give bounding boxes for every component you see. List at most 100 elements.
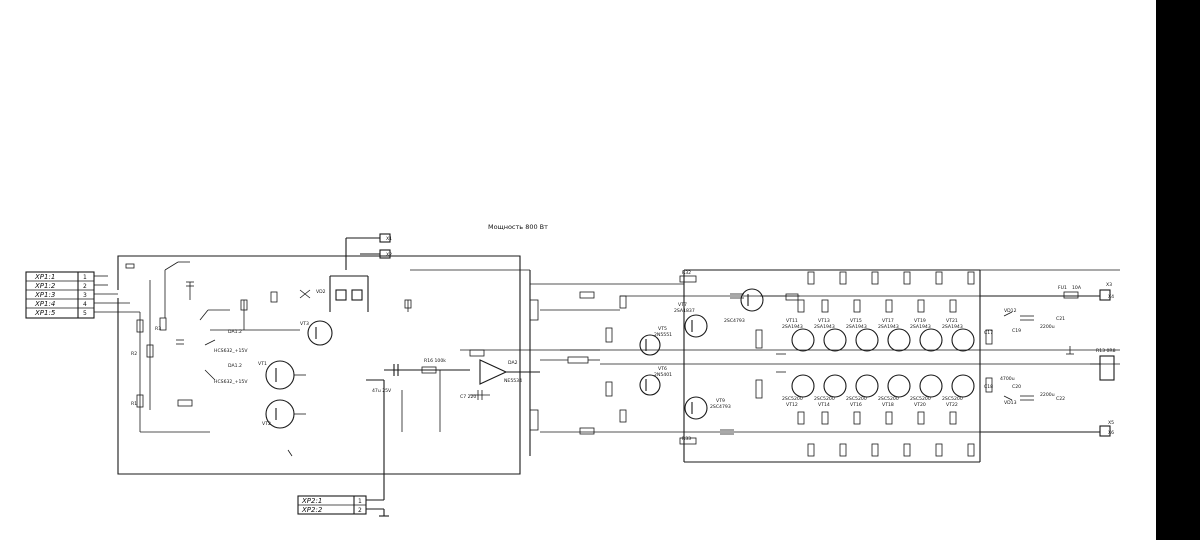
vt5-ref: VT5 bbox=[658, 326, 667, 332]
vt12-part: 2SC5200 bbox=[782, 396, 803, 402]
terminal-x5: X5 bbox=[1108, 420, 1114, 426]
vt9-part: 2SC4793 bbox=[710, 404, 731, 410]
r3-label: R3 bbox=[155, 326, 161, 332]
input-cap-label: 47u 25V bbox=[372, 388, 392, 394]
connector-xp1: XP1:1 XP1:2 XP1:3 XP1:4 XP1:5 1 2 3 4 5 bbox=[25, 271, 95, 319]
vt11-ref: VT11 bbox=[786, 318, 798, 324]
terminal-x1: X1 bbox=[386, 236, 392, 242]
vt17-ref: VT17 bbox=[882, 318, 894, 324]
xp1-pin4-number: 4 bbox=[83, 301, 87, 308]
vt14-part: 2SC5200 bbox=[814, 396, 835, 402]
xp1-pin2-label: XP1:2 bbox=[34, 282, 56, 290]
power-rails bbox=[117, 255, 1120, 475]
right-black-border bbox=[1156, 0, 1200, 540]
c21-label: C21 bbox=[1056, 316, 1065, 322]
r2-label: R2 bbox=[131, 351, 137, 357]
vt16-ref: VT16 bbox=[850, 402, 862, 408]
svg-text:DA1.2: DA1.2 bbox=[228, 329, 242, 335]
output-section: C17 C18 VD12 VD13 C19 C20 C21 C22 2200u … bbox=[984, 282, 1116, 437]
connector-xp2: XP2:1 XP2:2 1 2 bbox=[297, 380, 389, 517]
vt20-part: 2SC5200 bbox=[910, 396, 931, 402]
vt13-ref: VT13 bbox=[818, 318, 830, 324]
vt12-ref: VT12 bbox=[786, 402, 798, 408]
cap-bot-value: 2200u bbox=[1040, 392, 1055, 398]
xp2-pin2-number: 2 bbox=[358, 507, 362, 514]
svg-text:VT2: VT2 bbox=[262, 421, 271, 427]
vt6-part: 2N5401 bbox=[654, 372, 672, 378]
zener-bot-label: VD13 bbox=[1004, 400, 1017, 406]
relay-1-part: HCS632_+15V bbox=[214, 348, 248, 354]
terminal-x3: X3 bbox=[1106, 282, 1112, 288]
xp2-pin2-label: XP2:2 bbox=[301, 506, 323, 514]
vt22-part: 2SC5200 bbox=[942, 396, 963, 402]
c19-label: C19 bbox=[1012, 328, 1021, 334]
xp1-pin5-label: XP1:5 bbox=[34, 309, 56, 317]
terminal-x6: X6 bbox=[1108, 430, 1114, 436]
r32-label: R32 bbox=[682, 270, 691, 276]
vt15-ref: VT15 bbox=[850, 318, 862, 324]
schematic-title: Мощность 800 Вт bbox=[488, 223, 548, 231]
vt7-part: 2SA1837 bbox=[674, 308, 695, 314]
svg-text:VT3: VT3 bbox=[300, 321, 309, 327]
xp1-pin1-label: XP1:1 bbox=[34, 273, 55, 281]
opamp-part: NE5534 bbox=[504, 378, 522, 384]
r1-label: R1 bbox=[131, 401, 137, 407]
vt13-part: 2SA1943 bbox=[814, 324, 835, 330]
vt5-part: 2N5551 bbox=[654, 332, 672, 338]
r33-label: R33 bbox=[682, 436, 691, 442]
fuse-ref: FU1 bbox=[1058, 285, 1067, 291]
vt16-part: 2SC5200 bbox=[846, 396, 867, 402]
vt9-ref: VT9 bbox=[716, 398, 725, 404]
xp1-pin3-label: XP1:3 bbox=[34, 291, 55, 299]
zener-top-label: VD12 bbox=[1004, 308, 1017, 314]
xp1-pin1-number: 1 bbox=[83, 274, 87, 281]
vt8-part: 2SC4793 bbox=[724, 318, 745, 324]
fuse-value: 10A bbox=[1072, 285, 1082, 291]
xp1-pin2-number: 2 bbox=[83, 283, 87, 290]
vt15-part: 2SA1943 bbox=[846, 324, 867, 330]
cap-top-value: 2200u bbox=[1040, 324, 1055, 330]
vt19-ref: VT19 bbox=[914, 318, 926, 324]
output-stage-bottom: VT12 VT14 VT16 VT18 VT20 VT22 2SC5200 2S… bbox=[782, 374, 975, 457]
vt18-part: 2SC5200 bbox=[878, 396, 899, 402]
xp2-pin1-number: 1 bbox=[358, 498, 362, 505]
protection-relay: X1 X2 VD2 bbox=[316, 233, 412, 312]
vt20-ref: VT20 bbox=[914, 402, 926, 408]
output-label: R13 0R8 bbox=[1096, 348, 1116, 354]
svg-text:VT1: VT1 bbox=[258, 361, 267, 367]
xp1-pin4-label: XP1:4 bbox=[34, 300, 55, 308]
c22-label: C22 bbox=[1056, 396, 1065, 402]
vt22-ref: VT22 bbox=[946, 402, 958, 408]
vt18-ref: VT18 bbox=[882, 402, 894, 408]
svg-text:DA1.2: DA1.2 bbox=[228, 363, 242, 369]
c17-label: C17 bbox=[984, 330, 993, 336]
output-stage-top: VT11 VT13 VT15 VT17 VT19 VT21 2SA1943 2S… bbox=[782, 271, 975, 352]
vt19-part: 2SA1943 bbox=[910, 324, 931, 330]
xp1-pin5-number: 5 bbox=[83, 310, 87, 317]
opamp-ref: DA2 bbox=[508, 360, 518, 366]
c7-value: 4700u bbox=[1000, 376, 1015, 382]
vt21-part: 2SA1943 bbox=[942, 324, 963, 330]
vd2-label: VD2 bbox=[316, 289, 326, 295]
c20-label: C20 bbox=[1012, 384, 1021, 390]
input-r-label: R16 100k bbox=[424, 358, 446, 364]
vt17-part: 2SA1943 bbox=[878, 324, 899, 330]
relay-section: DA1.2 HCS632_+15V DA1.2 HCS632_+15V VT1 … bbox=[199, 289, 333, 457]
c18-label: C18 bbox=[984, 384, 993, 390]
terminal-x2: X2 bbox=[386, 252, 392, 258]
driver-stage: VT5 2N5551 VT6 2N5401 VT7 2SA1837 2SC479… bbox=[529, 270, 800, 445]
xp1-pin3-number: 3 bbox=[83, 292, 87, 299]
input-network: R1 R2 R3 bbox=[94, 261, 210, 433]
amplifier-schematic: Мощность 800 Вт XP1:1 XP1:2 XP1:3 XP1:4 … bbox=[25, 223, 1120, 517]
input-stage: 47u 25V R16 100k C7 220 DA2 NE5534 bbox=[366, 349, 600, 432]
terminal-x4: X4 bbox=[1108, 294, 1114, 300]
vt7-ref: VT7 bbox=[678, 302, 687, 308]
vt14-ref: VT14 bbox=[818, 402, 830, 408]
xp2-pin1-label: XP2:1 bbox=[301, 497, 322, 505]
vt6-ref: VT6 bbox=[658, 366, 667, 372]
vt11-part: 2SA1943 bbox=[782, 324, 803, 330]
vt21-ref: VT21 bbox=[946, 318, 958, 324]
feedback-cap-label: C7 220 bbox=[460, 394, 476, 400]
relay-2-part: HCS632_+15V bbox=[214, 379, 248, 385]
